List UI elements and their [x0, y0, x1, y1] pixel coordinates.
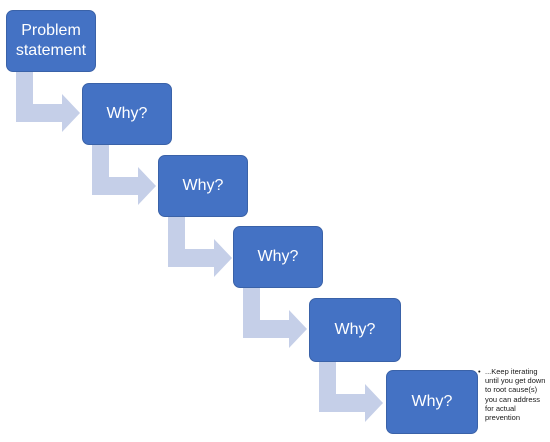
- why-box-5: Why?: [386, 370, 478, 434]
- bent-arrow-connector: [168, 217, 232, 277]
- why-label-3: Why?: [257, 248, 299, 265]
- why-label-4: Why?: [334, 321, 376, 338]
- bent-arrow-connector: [92, 145, 156, 205]
- why-box-1: Why?: [82, 83, 172, 145]
- why-box-3: Why?: [233, 226, 323, 288]
- why-label-2: Why?: [182, 177, 224, 194]
- why-box-2: Why?: [158, 155, 248, 217]
- why-label-1: Why?: [106, 105, 148, 122]
- bent-arrow-connector: [319, 362, 383, 422]
- problem-statement-label: Problem statement: [15, 22, 87, 59]
- why-label-5: Why?: [411, 393, 453, 410]
- bent-arrow-connector: [16, 72, 80, 132]
- bent-arrow-connector: [243, 288, 307, 348]
- problem-statement-box: Problem statement: [6, 10, 96, 72]
- note-bullet: •: [478, 367, 481, 376]
- note-text: ...Keep iterating until you get down to …: [485, 367, 546, 423]
- why-box-4: Why?: [309, 298, 401, 362]
- iteration-note: • ...Keep iterating until you get down t…: [478, 367, 549, 423]
